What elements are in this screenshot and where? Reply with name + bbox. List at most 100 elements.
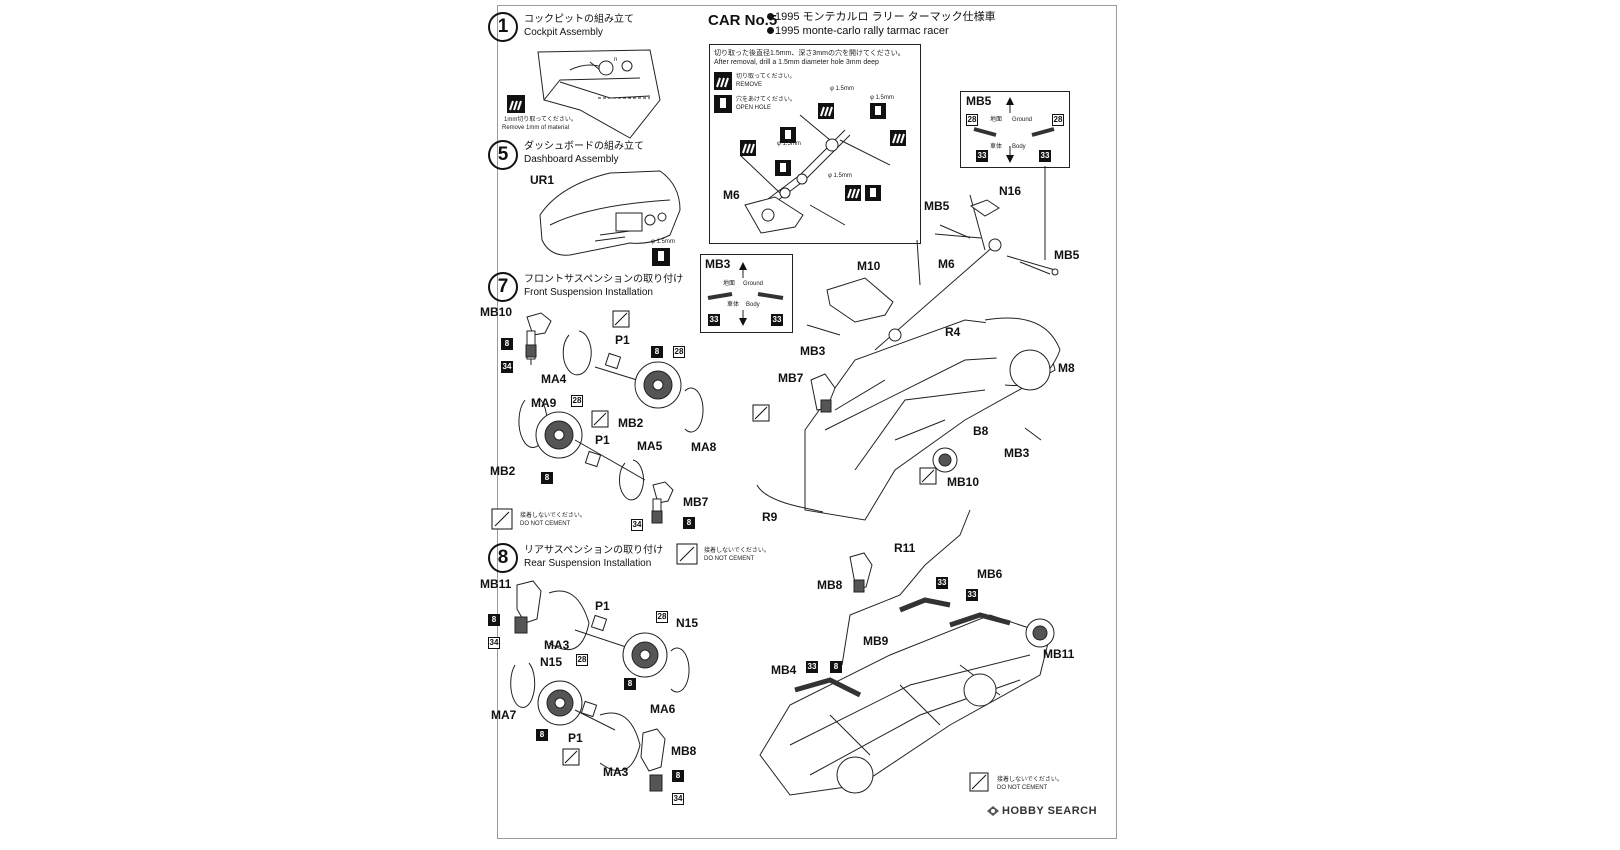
num-28-b: 28 bbox=[571, 395, 583, 407]
label-mb4: MB4 bbox=[771, 663, 797, 677]
dnc-en-b: DO NOT CEMENT bbox=[704, 556, 755, 562]
num-28-d: 28 bbox=[576, 654, 588, 666]
step-8-number: 8 bbox=[488, 543, 518, 573]
label-ma9: MA9 bbox=[531, 396, 557, 410]
dnc-jp-b: 接着しないでください。 bbox=[704, 548, 770, 554]
label-ma7: MA7 bbox=[491, 708, 517, 722]
dnc-icon-c bbox=[491, 508, 513, 530]
label-mb7: MB7 bbox=[683, 495, 709, 509]
orient-mb5-28a: 28 bbox=[966, 114, 978, 126]
step-7-title-en: Front Suspension Installation bbox=[524, 287, 653, 298]
bullet-icon bbox=[767, 27, 774, 34]
open-hole-icon bbox=[652, 248, 670, 266]
label-ma6: MA6 bbox=[650, 702, 676, 716]
orient-mb3-body-en: Body bbox=[746, 302, 760, 308]
orient-mb3-ground-en: Ground bbox=[743, 281, 764, 287]
label-p1-a: P1 bbox=[615, 333, 630, 347]
label-m8: M8 bbox=[1058, 361, 1075, 375]
step-5-title-jp: ダッシュボードの組み立て bbox=[524, 141, 644, 152]
num-8-i: 8 bbox=[830, 661, 842, 673]
step-8-title-jp: リアサスペンションの取り付け bbox=[524, 545, 664, 556]
dnc-icon-b bbox=[591, 410, 609, 428]
label-p1-c: P1 bbox=[595, 599, 610, 613]
car-name-en: 1995 monte-carlo rally tarmac racer bbox=[775, 25, 949, 37]
dnc-en-a: DO NOT CEMENT bbox=[520, 521, 571, 527]
num-34-b: 34 bbox=[631, 519, 643, 531]
front-suspension-drawing bbox=[518, 312, 704, 524]
label-mb6: MB6 bbox=[977, 567, 1003, 581]
num-8-f: 8 bbox=[624, 678, 636, 690]
callout-text-jp: 切り取った後直径1.5mm、深さ3mmの穴を開けてください。 bbox=[714, 50, 905, 57]
dnc-icon-e bbox=[562, 748, 580, 766]
callout-drill-c: φ 1.5mm bbox=[777, 141, 801, 147]
num-8-h: 8 bbox=[672, 770, 684, 782]
callout-text-en: After removal, drill a 1.5mm diameter ho… bbox=[714, 59, 879, 66]
front-chassis-drawing bbox=[752, 166, 1061, 521]
step-5-number: 5 bbox=[488, 140, 518, 170]
dashboard-drill-size: φ 1.5mm bbox=[651, 239, 675, 245]
orient-mb5-ground-en: Ground bbox=[1012, 117, 1033, 123]
remove-icon bbox=[507, 95, 525, 113]
rear-chassis-drawing bbox=[759, 509, 1055, 796]
label-mb11-b: MB11 bbox=[1043, 647, 1075, 661]
num-33-a: 33 bbox=[936, 577, 948, 589]
label-ur1: UR1 bbox=[530, 173, 555, 187]
dnc-en-c: DO NOT CEMENT bbox=[997, 785, 1048, 791]
label-ma8: MA8 bbox=[691, 440, 717, 454]
dnc-icon-d bbox=[676, 543, 698, 565]
label-r9: R9 bbox=[762, 510, 778, 524]
orient-mb3-body-jp: 車体 bbox=[727, 302, 740, 308]
label-ma3-b: MA3 bbox=[603, 765, 629, 779]
cockpit-drawing bbox=[537, 49, 661, 139]
label-ma3-a: MA3 bbox=[544, 638, 570, 652]
num-33-c: 33 bbox=[806, 661, 818, 673]
num-8-d: 8 bbox=[683, 517, 695, 529]
dnc-jp-c: 接着しないでください。 bbox=[997, 777, 1063, 783]
num-8-g: 8 bbox=[536, 729, 548, 741]
num-33-b: 33 bbox=[966, 589, 978, 601]
step-8-title-en: Rear Suspension Installation bbox=[524, 558, 652, 569]
label-m6: M6 bbox=[938, 257, 955, 271]
step-1-title-jp: コックピットの組み立て bbox=[524, 14, 634, 25]
dnc-icon-a bbox=[612, 310, 630, 328]
bullet-icon bbox=[767, 13, 774, 20]
label-mb3-a: MB3 bbox=[800, 344, 826, 358]
step-5-title-en: Dashboard Assembly bbox=[524, 154, 619, 165]
num-34-a: 34 bbox=[501, 361, 513, 373]
callout-hole-jp: 穴をあけてください。 bbox=[736, 97, 796, 103]
label-mb10-b: MB10 bbox=[947, 475, 980, 489]
orient-mb3-label: MB3 bbox=[705, 257, 731, 271]
label-r4: R4 bbox=[945, 325, 961, 339]
label-mb10: MB10 bbox=[480, 305, 513, 319]
label-m10: M10 bbox=[857, 259, 881, 273]
label-mb3-b: MB3 bbox=[1004, 446, 1030, 460]
callout-remove-en: REMOVE bbox=[736, 82, 763, 88]
callout-drawing bbox=[739, 103, 906, 234]
watermark-text: HOBBY SEARCH bbox=[1002, 805, 1098, 817]
num-8-a: 8 bbox=[501, 338, 513, 350]
callout-drill-a: φ 1.5mm bbox=[830, 86, 854, 92]
label-mb11: MB11 bbox=[480, 577, 512, 591]
orient-mb5-label: MB5 bbox=[966, 94, 992, 108]
num-28-c: 28 bbox=[656, 611, 668, 623]
label-mb2-a: MB2 bbox=[618, 416, 644, 430]
label-ma5: MA5 bbox=[637, 439, 663, 453]
step-1-title-en: Cockpit Assembly bbox=[524, 27, 603, 38]
orient-mb5-body-en: Body bbox=[1012, 144, 1026, 150]
orient-mb3-ground-jp: 地面 bbox=[723, 281, 736, 287]
cockpit-note-en: Remove 1mm of material bbox=[502, 125, 570, 131]
label-r11: R11 bbox=[894, 541, 916, 555]
label-b8: B8 bbox=[973, 424, 989, 438]
step-7-number: 7 bbox=[488, 272, 518, 302]
num-34-d: 34 bbox=[672, 793, 684, 805]
open-hole-icon bbox=[714, 95, 732, 113]
callout-drill-d: φ 1.5mm bbox=[828, 173, 852, 179]
label-ma4: MA4 bbox=[541, 372, 567, 386]
num-28-a: 28 bbox=[673, 346, 685, 358]
remove-icon bbox=[714, 72, 732, 90]
callout-drill-b: φ 1.5mm bbox=[870, 95, 894, 101]
callout-hole-en: OPEN HOLE bbox=[736, 105, 772, 111]
num-8-e: 8 bbox=[488, 614, 500, 626]
orient-mb3-drawing bbox=[707, 262, 784, 326]
label-mb7-a: MB7 bbox=[778, 371, 804, 385]
